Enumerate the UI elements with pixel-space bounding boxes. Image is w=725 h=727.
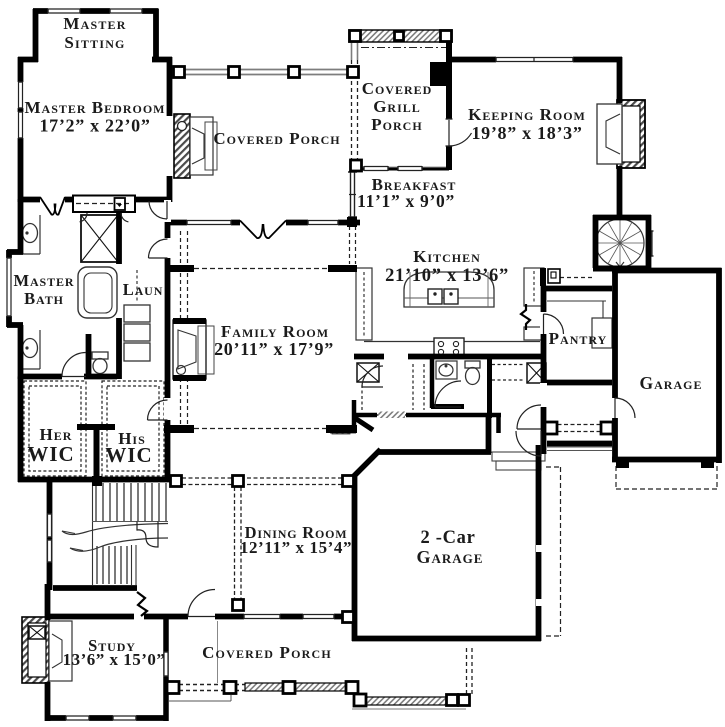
- svg-text:21’10” x 13’6”: 21’10” x 13’6”: [385, 266, 509, 286]
- svg-text:Kitchen: Kitchen: [413, 247, 481, 266]
- svg-text:11’1” x 9’0”: 11’1” x 9’0”: [357, 191, 455, 211]
- svg-text:Keeping Room: Keeping Room: [468, 105, 586, 124]
- svg-text:Breakfast: Breakfast: [372, 175, 457, 194]
- svg-text:Porch: Porch: [371, 115, 422, 134]
- svg-text:Laun: Laun: [123, 280, 164, 299]
- svg-text:13’6” x 15’0”: 13’6” x 15’0”: [63, 650, 166, 669]
- svg-text:Covered: Covered: [362, 79, 433, 98]
- svg-text:Pantry: Pantry: [549, 329, 608, 348]
- svg-text:Dining Room: Dining Room: [245, 523, 348, 542]
- svg-text:His: His: [118, 429, 146, 448]
- svg-text:Family Room: Family Room: [221, 322, 329, 341]
- svg-text:20’11” x 17’9”: 20’11” x 17’9”: [214, 339, 334, 359]
- svg-text:Covered Porch: Covered Porch: [202, 643, 332, 662]
- svg-text:WIC: WIC: [27, 442, 74, 466]
- svg-text:Master: Master: [14, 271, 75, 290]
- svg-text:12’11” x 15’4”: 12’11” x 15’4”: [240, 538, 352, 557]
- svg-text:Sitting: Sitting: [64, 33, 125, 52]
- svg-text:Master: Master: [63, 14, 126, 33]
- svg-text:Grill: Grill: [373, 97, 421, 116]
- svg-text:Covered Porch: Covered Porch: [213, 129, 340, 148]
- svg-text:2 -Car: 2 -Car: [420, 528, 475, 548]
- svg-text:Bath: Bath: [24, 289, 64, 308]
- svg-text:Master Bedroom: Master Bedroom: [25, 98, 166, 117]
- svg-text:Garage: Garage: [417, 547, 484, 567]
- svg-text:19’8” x 18’3”: 19’8” x 18’3”: [471, 123, 582, 143]
- svg-text:WIC: WIC: [105, 443, 152, 467]
- svg-text:17’2” x 22’0”: 17’2” x 22’0”: [39, 116, 150, 136]
- svg-text:Garage: Garage: [640, 373, 703, 393]
- svg-text:Her: Her: [40, 425, 73, 444]
- svg-text:Study: Study: [88, 636, 136, 655]
